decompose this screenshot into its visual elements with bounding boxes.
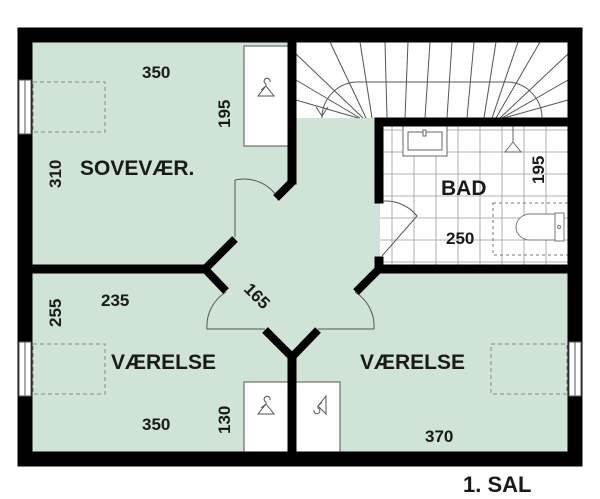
door-room-left: [206, 291, 265, 330]
sink-icon: [402, 125, 448, 157]
dim-bathroom-width: 250: [446, 229, 474, 248]
dim-bathroom-depth: 195: [529, 156, 548, 184]
dim-room-left-depth: 255: [46, 299, 65, 327]
wardrobe-bedroom: [243, 45, 289, 147]
bed-outlines: [32, 81, 568, 395]
room-label-bedroom: SOVEVÆR.: [80, 157, 194, 180]
windows: [18, 79, 582, 397]
door-room-right: [318, 291, 375, 330]
wardrobe-room-right: [295, 381, 341, 453]
dim-bedroom-closet: 195: [215, 100, 234, 128]
hanger-icon: [256, 77, 276, 97]
toilet-icon: [492, 202, 569, 256]
hanger-icon: [256, 395, 276, 415]
room-label-bathroom: BAD: [441, 177, 487, 200]
dim-room-right-width: 370: [425, 427, 453, 446]
labels: SOVEVÆR. 350 310 195 BAD 250 195 VÆRELSE…: [46, 63, 548, 497]
room-label-room-left: VÆRELSE: [111, 351, 216, 374]
plan-title: 1. SAL: [463, 472, 531, 497]
dim-bedroom-depth: 310: [46, 160, 65, 188]
dim-room-left-width: 350: [142, 415, 170, 434]
room-label-room-right: VÆRELSE: [360, 351, 465, 374]
bathroom-tiles: [380, 122, 569, 266]
dim-room-left-closet: 130: [215, 406, 234, 434]
staircase: [295, 41, 569, 119]
arrow-down-icon: [315, 106, 329, 117]
hanger-icon: [313, 394, 327, 416]
bed-outline-room-right: [490, 343, 568, 395]
wardrobe-room-left: [243, 381, 289, 453]
dim-room-left-inner-width: 235: [101, 291, 129, 310]
bed-outline-room-left: [32, 343, 106, 395]
bed-outline-bedroom: [32, 81, 106, 133]
dim-bedroom-width: 350: [142, 63, 170, 82]
